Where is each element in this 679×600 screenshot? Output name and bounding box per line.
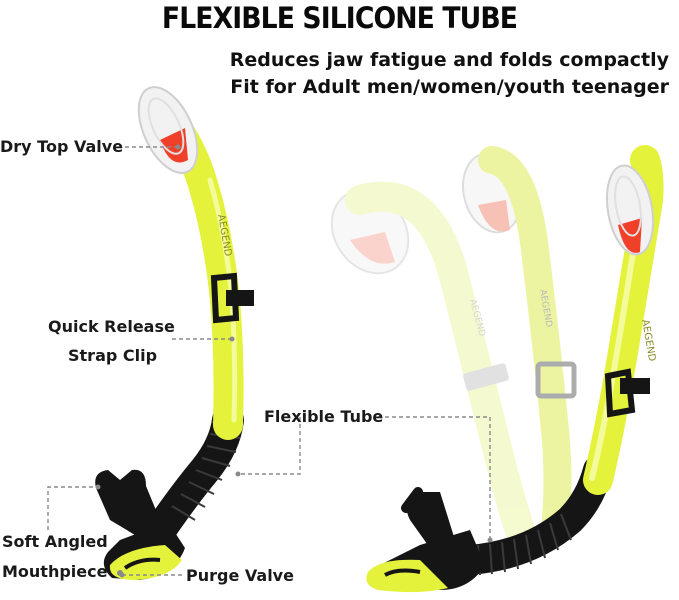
subline-jaw-fatigue: Reduces jaw fatigue and folds compactly	[229, 49, 669, 71]
right-snorkel: AEGEND	[366, 145, 664, 593]
callout-purge-valve: Purge Valve	[186, 566, 294, 585]
subline-fit: Fit for Adult men/women/youth teenager	[230, 76, 669, 98]
callout-strap-clip: Strap Clip	[68, 346, 158, 365]
leader-lines	[47, 146, 491, 576]
leader-flexible-tube-right	[378, 416, 491, 540]
callout-quick-release: Quick Release	[48, 317, 175, 336]
faded-snorkel-mid: AEGEND	[462, 146, 577, 544]
leader-flexible-tube-left	[238, 417, 301, 475]
callout-flexible-tube: Flexible Tube	[264, 407, 384, 426]
left-snorkel: AEGEND	[95, 86, 254, 580]
leader-mouthpiece	[47, 486, 98, 530]
callout-soft-angled: Soft Angled	[2, 532, 108, 551]
headline: FLEXIBLE SILICONE TUBE	[161, 1, 518, 35]
callout-dry-top-valve: Dry Top Valve	[0, 137, 124, 156]
callout-mouthpiece: Mouthpiece	[2, 562, 108, 581]
brand-mark-right: AEGEND	[639, 319, 657, 363]
